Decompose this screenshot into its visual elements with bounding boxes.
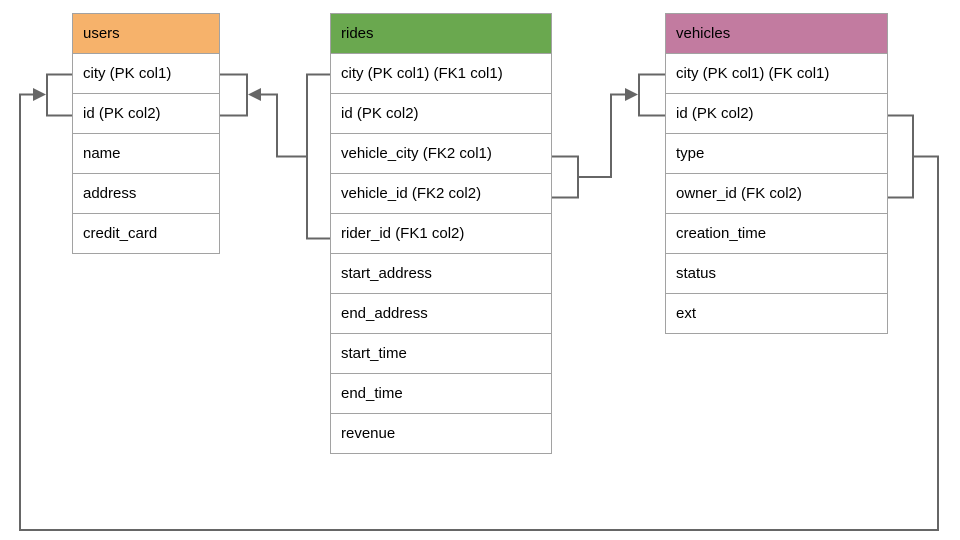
connector-line [220,73,248,117]
table-row-vehicles-2: type [665,133,888,174]
table-header-vehicles: vehicles [665,13,888,54]
table-row-vehicles-0: city (PK col1) (FK col1) [665,53,888,94]
table-row-vehicles-4: creation_time [665,213,888,254]
connector-line [888,114,914,199]
table-row-vehicles-5: status [665,253,888,294]
table-row-rides-2: vehicle_city (FK2 col1) [330,133,552,174]
connector-line [552,155,579,199]
table-header-rides: rides [330,13,552,54]
connector-line [306,73,330,240]
table-row-vehicles-6: ext [665,293,888,334]
table-row-rides-8: end_time [330,373,552,414]
table-row-rides-4: rider_id (FK1 col2) [330,213,552,254]
arrowhead-icon [33,88,46,101]
arrowhead-icon [248,88,261,101]
table-row-rides-5: start_address [330,253,552,294]
table-row-users-2: name [72,133,220,174]
table-row-rides-3: vehicle_id (FK2 col2) [330,173,552,214]
connector-rides-fk1-to-users-pk [220,73,330,240]
connector-line [46,73,72,117]
table-row-users-3: address [72,173,220,214]
connector-rides-fk2-to-vehicles-pk [552,73,665,199]
table-row-rides-7: start_time [330,333,552,374]
table-row-rides-0: city (PK col1) (FK1 col1) [330,53,552,94]
table-row-users-1: id (PK col2) [72,93,220,134]
table-row-vehicles-1: id (PK col2) [665,93,888,134]
table-header-users: users [72,13,220,54]
connector-line [578,93,626,178]
table-row-users-4: credit_card [72,213,220,254]
table-row-rides-9: revenue [330,413,552,454]
connector-line [638,73,665,117]
connector-line [260,93,307,158]
table-row-rides-6: end_address [330,293,552,334]
table-row-users-0: city (PK col1) [72,53,220,94]
arrowhead-icon [625,88,638,101]
table-row-vehicles-3: owner_id (FK col2) [665,173,888,214]
table-row-rides-1: id (PK col2) [330,93,552,134]
